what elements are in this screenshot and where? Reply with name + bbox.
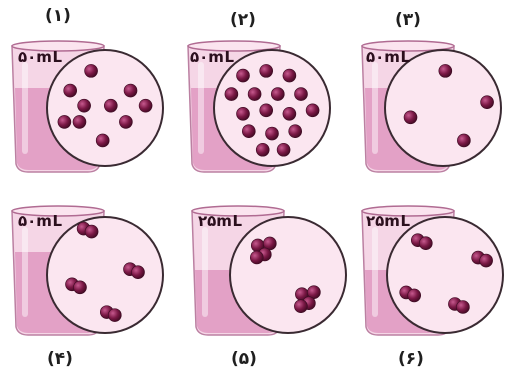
particle-4-2-b [131,265,145,280]
panel-number-5: (۵) [231,349,257,369]
volume-label-3: ۵۰mL [366,48,411,66]
particle-1-7 [72,115,87,129]
particle-5-1-4 [249,250,264,265]
particle-4-4-b [108,308,122,322]
particle-6-3-b [407,288,422,303]
particle-2-12 [242,124,256,138]
beaker-highlight-3 [372,62,378,154]
particle-1-5 [104,98,118,113]
particle-2-3 [282,68,297,83]
beaker-rim-5 [191,205,285,217]
particle-2-7 [294,87,308,101]
particle-3-4 [457,133,471,148]
particle-2-1 [236,68,250,83]
particle-1-3 [123,83,138,98]
volume-label-5: ۲۵mL [198,212,243,230]
panel-number-2: (۲) [230,10,256,30]
particle-1-6 [138,98,153,113]
beaker-rim-3 [361,40,455,52]
particle-1-2 [63,83,77,98]
volume-label-4: ۵۰mL [18,212,63,230]
beaker-highlight-6 [372,227,378,317]
beaker-highlight-2 [198,62,204,154]
particle-2-6 [270,87,285,101]
magnifier-circle-4 [46,216,164,334]
particle-3-2 [480,95,494,109]
particle-2-13 [265,126,279,141]
particle-4-1-b [84,224,99,239]
beaker-highlight-1 [22,62,28,154]
particle-6-4-b [456,300,470,314]
particle-2-11 [305,103,320,118]
particle-1-9 [95,133,110,148]
magnifier-circle-3 [384,49,502,167]
particle-5-2-4 [294,299,308,314]
magnifier-circle-5 [229,216,347,334]
particle-2-9 [259,103,274,118]
particle-3-1 [438,64,453,78]
particle-2-4 [224,87,239,101]
beaker-rim-2 [187,40,281,52]
beaker-rim-1 [11,40,105,52]
volume-label-1: ۵۰mL [18,48,63,66]
particle-2-10 [282,107,297,121]
particle-6-1-b [418,236,433,250]
particle-1-8 [119,115,133,129]
particle-2-5 [247,87,262,101]
particle-2-16 [276,142,291,157]
panel-number-6: (۶) [398,349,424,369]
beaker-rim-4 [11,205,105,217]
magnifier-circle-6 [386,216,504,334]
particle-2-2 [259,64,274,78]
particle-2-15 [255,142,270,157]
particle-1-1 [84,64,98,78]
volume-label-6: ۲۵mL [366,212,411,230]
particle-2-8 [236,107,250,121]
particle-1-4 [77,98,91,113]
panel-number-1: (۱) [45,6,71,26]
particle-2-14 [288,124,303,138]
volume-label-2: ۵۰mL [190,48,235,66]
panel-number-4: (۴) [47,349,73,369]
panel-number-3: (۳) [395,10,421,30]
beaker-highlight-4 [22,227,28,317]
particle-1-10 [57,115,72,129]
beaker-rim-6 [361,205,455,217]
particle-6-2-b [479,253,493,268]
beaker-highlight-5 [202,227,208,317]
particle-4-3-b [73,280,87,295]
particle-3-3 [403,110,418,125]
